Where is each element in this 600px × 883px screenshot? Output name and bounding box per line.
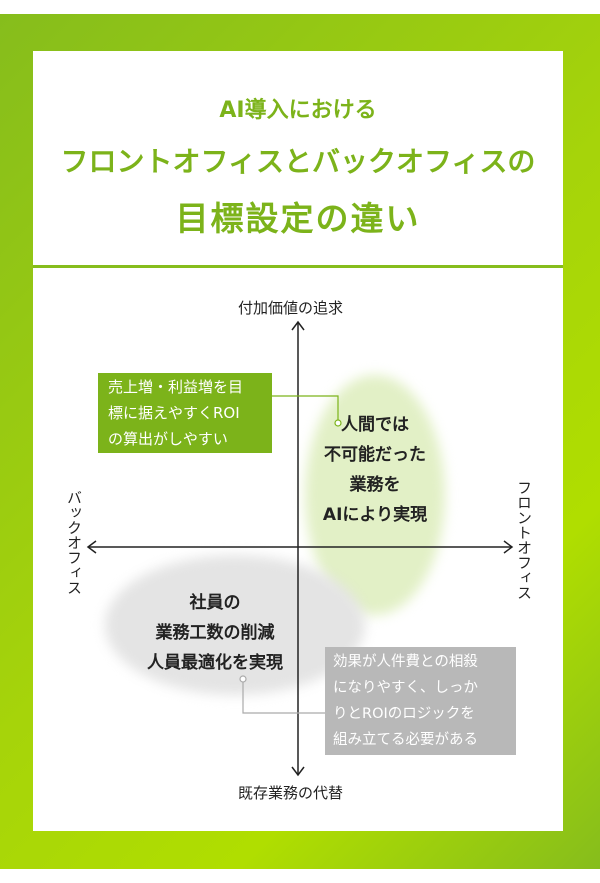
note-line: りとROIのロジックを xyxy=(333,706,475,722)
back-center-text: 社員の 業務工数の削減 人員最適化を実現 xyxy=(130,588,300,678)
axis-label-left: バックオフィス xyxy=(65,490,83,595)
text-line: 社員の xyxy=(189,593,241,613)
note-line: 売上増・利益増を目 xyxy=(108,378,244,396)
text-line: 人員最適化を実現 xyxy=(147,653,283,673)
text-line: 人間では xyxy=(341,415,409,435)
text-line: AIにより実現 xyxy=(322,505,428,525)
axis-label-bottom: 既存業務の代替 xyxy=(238,784,344,802)
axis-label-top: 付加価値の追求 xyxy=(238,299,344,317)
front-note: 売上増・利益増を目 標に据えやすくROI の算出がしやすい xyxy=(98,373,272,453)
front-office-area xyxy=(305,375,445,615)
note-line: の算出がしやすい xyxy=(108,430,228,448)
axis-label-right: フロントオフィス xyxy=(515,480,533,600)
text-line: 業務を xyxy=(349,475,401,495)
note-line: 組み立てる必要がある xyxy=(333,732,478,748)
title-line-2: フロントオフィスとバックオフィスの xyxy=(60,145,536,178)
back-note: 効果が人件費との相殺 になりやすく、しっか りとROIのロジックを 組み立てる必… xyxy=(325,647,516,755)
note-line: 標に据えやすくROI xyxy=(108,404,240,422)
note-line: 効果が人件費との相殺 xyxy=(333,654,478,670)
back-office-area xyxy=(105,555,365,695)
divider xyxy=(33,265,563,268)
text-line: 不可能だった xyxy=(324,445,426,465)
text-line: 業務工数の削減 xyxy=(155,623,275,643)
front-center-text: 人間では 不可能だった 業務を AIにより実現 xyxy=(310,410,440,530)
title-line-1: AI導入における xyxy=(219,98,377,123)
title-line-3: 目標設定の違い xyxy=(175,199,421,238)
note-line: になりやすく、しっか xyxy=(333,680,478,696)
